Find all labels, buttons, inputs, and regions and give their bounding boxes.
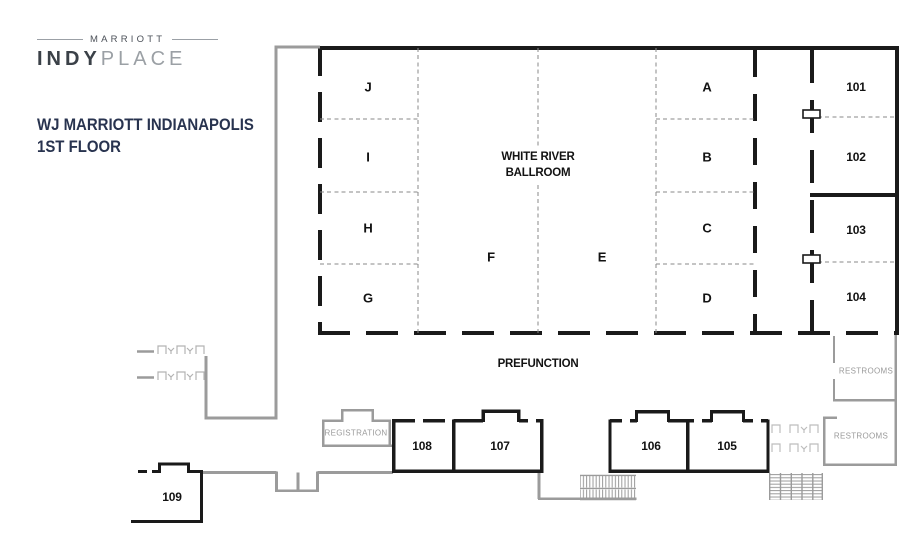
- page-title: WJ MARRIOTT INDIANAPOLIS 1ST FLOOR: [37, 114, 254, 158]
- escalator-right-icon: [771, 424, 819, 452]
- section-label-d: D: [702, 290, 712, 306]
- section-label-a: A: [702, 79, 712, 95]
- corridor-walls: [203, 45, 637, 500]
- section-label-j: J: [364, 79, 372, 95]
- room-label-104: 104: [846, 290, 866, 304]
- ballroom-outer-walls: [318, 46, 899, 335]
- logo-rule-left: [37, 39, 83, 40]
- rooms-106-105-walls: [608, 409, 770, 473]
- room-label-107: 107: [490, 439, 510, 453]
- room-label-106: 106: [641, 439, 661, 453]
- room-label-103: 103: [846, 223, 866, 237]
- logo-indyplace: INDYPLACE: [37, 48, 218, 71]
- room-label-101: 101: [846, 80, 866, 94]
- room-label-105: 105: [717, 439, 737, 453]
- restrooms-upper-label: RESTROOMS: [838, 366, 894, 376]
- room-label-108: 108: [412, 439, 432, 453]
- section-label-i: I: [366, 149, 370, 165]
- stairs-right-icon: [769, 473, 823, 500]
- page-title-line1: WJ MARRIOTT INDIANAPOLIS: [37, 115, 254, 134]
- page-title-line2: 1ST FLOOR: [37, 136, 121, 156]
- prefunction-label: PREFUNCTION: [497, 358, 579, 370]
- stairs-center-icon: [580, 474, 636, 501]
- logo-rule-right: [172, 39, 219, 40]
- section-label-c: C: [702, 220, 712, 236]
- escalator-icon: [137, 345, 205, 380]
- brand-logo: MARRIOTT INDYPLACE: [37, 34, 219, 71]
- section-label-h: H: [363, 220, 373, 236]
- section-label-g: G: [363, 290, 373, 306]
- section-label-b: B: [702, 149, 712, 165]
- logo-marriott-text: MARRIOTT: [90, 34, 166, 45]
- room-label-109: 109: [162, 490, 182, 504]
- rooms-108-107-walls: [392, 409, 544, 473]
- registration-walls: [322, 409, 392, 447]
- door-icon: [802, 109, 821, 264]
- ballroom-section-dividers: [320, 48, 897, 333]
- room-109-walls: [131, 462, 203, 523]
- section-label-f: F: [487, 249, 495, 265]
- restrooms-lower-label: RESTROOMS: [833, 431, 889, 441]
- restroom-walls: [823, 335, 897, 466]
- logo-indy-text: INDY: [37, 48, 101, 70]
- room-label-102: 102: [846, 150, 866, 164]
- ballroom-name-label: WHITE RIVER BALLROOM: [496, 147, 580, 183]
- logo-place-text: PLACE: [100, 48, 187, 70]
- registration-label: REGISTRATION: [324, 428, 388, 438]
- section-label-e: E: [597, 249, 607, 265]
